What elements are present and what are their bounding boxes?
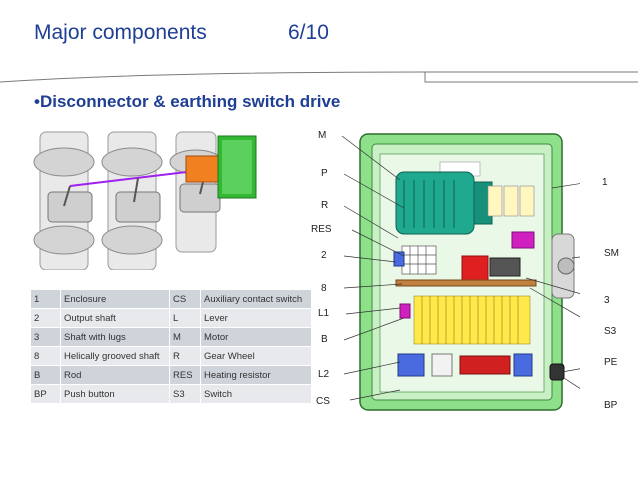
callout-label: L1 xyxy=(318,308,330,319)
drive-enclosure-illustration xyxy=(341,133,580,411)
legend-code: M xyxy=(169,327,201,347)
legend-name: Gear Wheel xyxy=(200,346,312,366)
legend-row: B Rod RES Heating resistor xyxy=(30,365,312,385)
legend-name: Lever xyxy=(200,308,312,328)
callout-label: 1 xyxy=(602,177,608,188)
legend-code: BP xyxy=(30,384,61,404)
legend-name: Push button xyxy=(60,384,170,404)
legend-code: S3 xyxy=(169,384,201,404)
callout-label: SM xyxy=(604,248,619,259)
legend-row: 2 Output shaft L Lever xyxy=(30,308,312,328)
components-legend-table: 1 Enclosure CS Auxiliary contact switch … xyxy=(30,289,312,404)
callout-label: P xyxy=(321,168,328,179)
callout-label: 3 xyxy=(604,295,610,306)
callout-label: CS xyxy=(316,396,330,407)
callout-label: BP xyxy=(604,400,618,411)
legend-name: Rod xyxy=(60,365,170,385)
callout-label: R xyxy=(321,200,329,211)
legend-code: 1 xyxy=(30,289,61,309)
disconnector-assembly-illustration xyxy=(30,128,270,270)
callout-label: L2 xyxy=(318,369,330,380)
callout-label: 8 xyxy=(321,283,327,294)
callout-label: B xyxy=(321,334,328,345)
callout-label: M xyxy=(318,130,327,141)
legend-row: 8 Helically grooved shaft R Gear Wheel xyxy=(30,346,312,366)
section-subtitle: •Disconnector & earthing switch drive xyxy=(34,92,341,111)
legend-name: Enclosure xyxy=(60,289,170,309)
legend-code: 3 xyxy=(30,327,61,347)
callout-label: 2 xyxy=(321,250,327,261)
legend-name: Auxiliary contact switch xyxy=(200,289,312,309)
legend-code: 2 xyxy=(30,308,61,328)
legend-name: Shaft with lugs xyxy=(60,327,170,347)
legend-row: BP Push button S3 Switch xyxy=(30,384,312,404)
legend-name: Helically grooved shaft xyxy=(60,346,170,366)
legend-code: CS xyxy=(169,289,201,309)
legend-row: 1 Enclosure CS Auxiliary contact switch xyxy=(30,289,312,309)
callout-label: RES xyxy=(311,224,332,235)
legend-name: Output shaft xyxy=(60,308,170,328)
legend-code: L xyxy=(169,308,201,328)
legend-code: R xyxy=(169,346,201,366)
legend-code: 8 xyxy=(30,346,61,366)
legend-name: Switch xyxy=(200,384,312,404)
page-title: Major components xyxy=(34,21,207,44)
callout-label: PE xyxy=(604,357,618,368)
legend-code: RES xyxy=(169,365,201,385)
legend-code: B xyxy=(30,365,61,385)
header-divider xyxy=(0,71,638,83)
callout-label: S3 xyxy=(604,326,617,337)
page-number: 6/10 xyxy=(288,21,329,44)
legend-name: Heating resistor xyxy=(200,365,312,385)
legend-row: 3 Shaft with lugs M Motor xyxy=(30,327,312,347)
legend-name: Motor xyxy=(200,327,312,347)
